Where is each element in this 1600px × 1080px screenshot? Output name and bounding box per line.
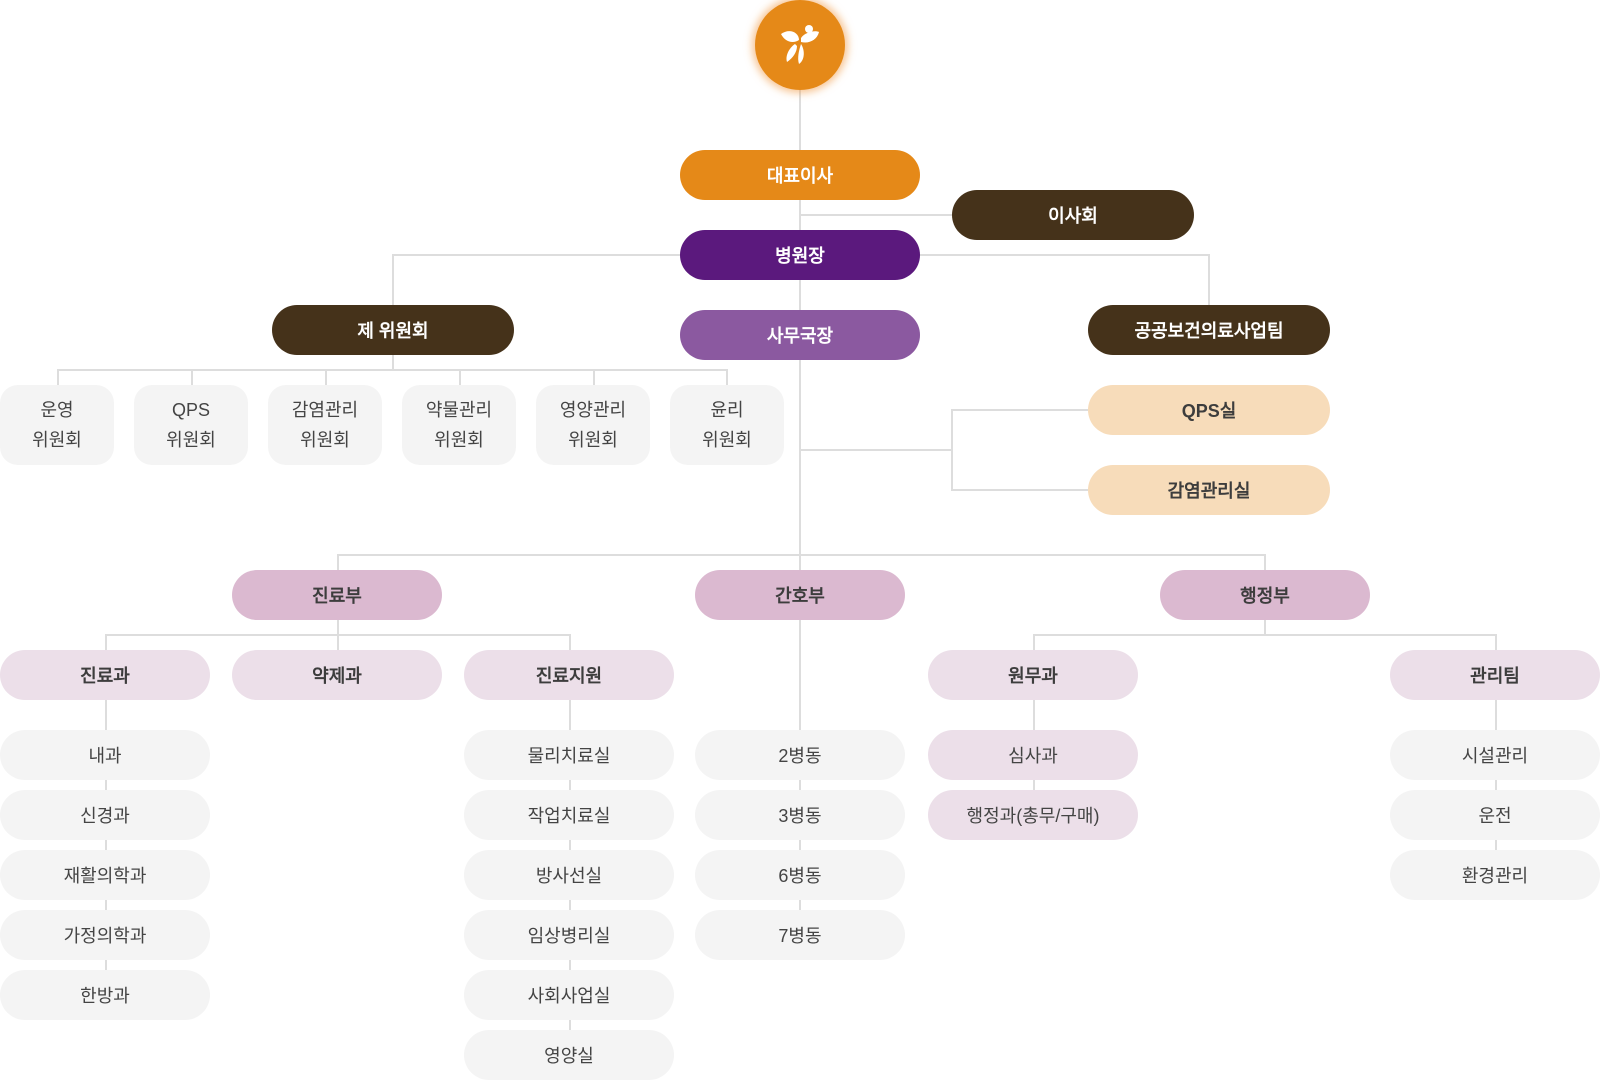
- list-item[interactable]: 환경관리: [1390, 850, 1600, 900]
- committees-head-node[interactable]: 제 위원회: [272, 305, 514, 355]
- list-item[interactable]: 작업치료실: [464, 790, 674, 840]
- departments-line: [337, 554, 1266, 556]
- list-item[interactable]: 내과: [0, 730, 210, 780]
- list-item[interactable]: 운전: [1390, 790, 1600, 840]
- medical-dept-node[interactable]: 진료부: [232, 570, 442, 620]
- admin-dept-node[interactable]: 행정부: [1160, 570, 1370, 620]
- infection-control-office-node[interactable]: 감염관리실: [1088, 465, 1330, 515]
- butterfly-person-icon: [781, 25, 819, 64]
- list-item[interactable]: 7병동: [695, 910, 905, 960]
- list-item[interactable]: 가정의학과: [0, 910, 210, 960]
- list-item[interactable]: 재활의학과: [0, 850, 210, 900]
- list-item[interactable]: 한방과: [0, 970, 210, 1020]
- ceo-node[interactable]: 대표이사: [680, 150, 920, 200]
- list-item[interactable]: 영양실: [464, 1030, 674, 1080]
- patient-affairs-node[interactable]: 원무과: [928, 650, 1138, 700]
- list-item[interactable]: 물리치료실: [464, 730, 674, 780]
- list-item[interactable]: 6병동: [695, 850, 905, 900]
- hospital-logo: [755, 0, 845, 90]
- list-item[interactable]: 사회사업실: [464, 970, 674, 1020]
- list-item[interactable]: 시설관리: [1390, 730, 1600, 780]
- trunk-line: [799, 90, 801, 665]
- list-item[interactable]: 3병동: [695, 790, 905, 840]
- secretary-general-label: 사무국장: [766, 326, 834, 346]
- staff-bracket-line: [800, 449, 952, 451]
- director-label: 병원장: [775, 246, 825, 266]
- public-health-team-label: 공공보건의료사업팀: [1134, 321, 1284, 341]
- board-line: [800, 214, 952, 216]
- medical-support-node[interactable]: 진료지원: [464, 650, 674, 700]
- list-item[interactable]: 신경과: [0, 790, 210, 840]
- list-item[interactable]: 임상병리실: [464, 910, 674, 960]
- secretary-general-node[interactable]: 사무국장: [680, 310, 920, 360]
- committees-head-label: 제 위원회: [357, 321, 429, 341]
- pharmacy-node[interactable]: 약제과: [232, 650, 442, 700]
- management-team-node[interactable]: 관리팀: [1390, 650, 1600, 700]
- nursing-dept-node[interactable]: 간호부: [695, 570, 905, 620]
- qps-office-node[interactable]: QPS실: [1088, 385, 1330, 435]
- list-item[interactable]: 방사선실: [464, 850, 674, 900]
- committees-line: [57, 369, 727, 371]
- board-label: 이사회: [1048, 206, 1098, 226]
- list-item[interactable]: 2병동: [695, 730, 905, 780]
- ceo-label: 대표이사: [766, 166, 834, 186]
- list-item[interactable]: 심사과: [928, 730, 1138, 780]
- public-health-team-node[interactable]: 공공보건의료사업팀: [1088, 305, 1330, 355]
- list-item[interactable]: 행정과(총무/구매): [928, 790, 1138, 840]
- clinical-departments-node[interactable]: 진료과: [0, 650, 210, 700]
- director-node[interactable]: 병원장: [680, 230, 920, 280]
- board-node[interactable]: 이사회: [952, 190, 1194, 240]
